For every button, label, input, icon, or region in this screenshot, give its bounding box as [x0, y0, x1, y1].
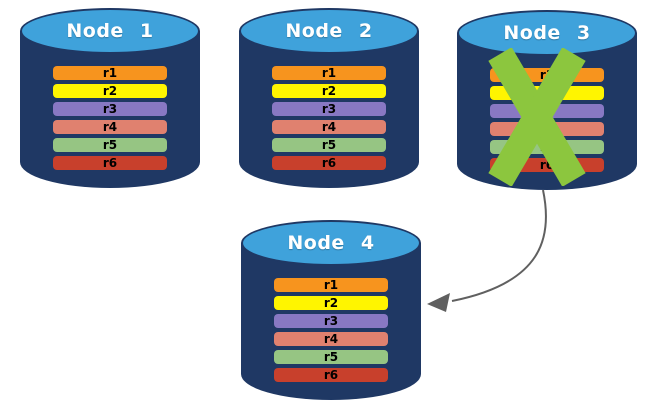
record-bar: r3	[53, 102, 167, 116]
cylinder-top: Node 1	[20, 8, 200, 54]
record-bar: r1	[53, 66, 167, 80]
record-bar: r1	[490, 68, 604, 82]
record-bar: r5	[274, 350, 388, 364]
record-bar: r4	[490, 122, 604, 136]
record-bar: r1	[274, 278, 388, 292]
record-bar: r2	[274, 296, 388, 310]
arrowhead-icon	[427, 293, 450, 312]
record-bar: r2	[272, 84, 386, 98]
cylinder-top: Node 2	[239, 8, 419, 54]
cylinder-top: Node 3	[457, 10, 637, 56]
record-bar: r6	[272, 156, 386, 170]
records-list: r1 r2 r3 r4 r5 r6	[274, 278, 388, 382]
node-3-cylinder: Node 3 r1 r2 r3 r4 r5 r6	[457, 10, 637, 190]
record-bar: r4	[274, 332, 388, 346]
records-list: r1 r2 r3 r4 r5 r6	[272, 66, 386, 170]
record-bar: r2	[490, 86, 604, 100]
record-bar: r6	[53, 156, 167, 170]
arrow-curve	[451, 189, 547, 302]
node-1-cylinder: Node 1 r1 r2 r3 r4 r5 r6	[20, 8, 200, 188]
record-bar: r5	[272, 138, 386, 152]
records-list: r1 r2 r3 r4 r5 r6	[53, 66, 167, 170]
record-bar: r3	[272, 102, 386, 116]
record-bar: r6	[490, 158, 604, 172]
record-bar: r1	[272, 66, 386, 80]
node-title: Node 2	[285, 20, 373, 42]
record-bar: r4	[272, 120, 386, 134]
record-bar: r5	[53, 138, 167, 152]
record-bar: r6	[274, 368, 388, 382]
node-title: Node 4	[287, 232, 375, 254]
record-bar: r4	[53, 120, 167, 134]
node-title: Node 3	[503, 22, 591, 44]
records-list: r1 r2 r3 r4 r5 r6	[490, 68, 604, 172]
record-bar: r5	[490, 140, 604, 154]
record-bar: r2	[53, 84, 167, 98]
node-title: Node 1	[66, 20, 154, 42]
record-bar: r3	[274, 314, 388, 328]
node-2-cylinder: Node 2 r1 r2 r3 r4 r5 r6	[239, 8, 419, 188]
node-4-cylinder: Node 4 r1 r2 r3 r4 r5 r6	[241, 220, 421, 400]
record-bar: r3	[490, 104, 604, 118]
cylinder-top: Node 4	[241, 220, 421, 266]
